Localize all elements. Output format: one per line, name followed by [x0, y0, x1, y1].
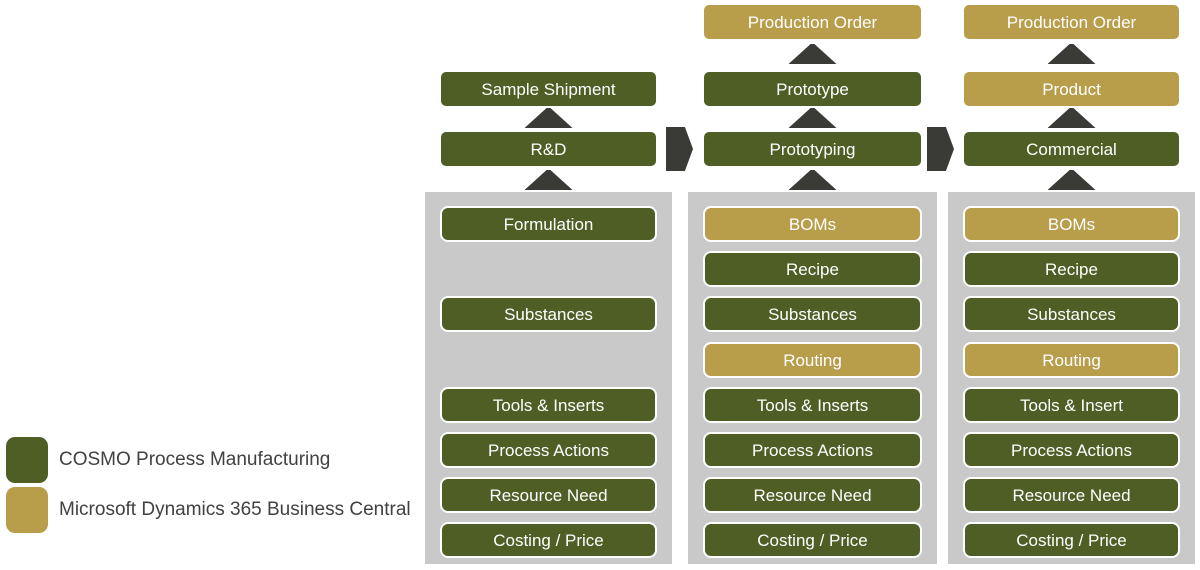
stage-box-prototyping: Prototyping	[704, 132, 921, 166]
legend-swatch-bc-icon	[6, 487, 48, 533]
panel-box-substances: Substances	[703, 296, 922, 332]
panel-box-costing-price: Costing / Price	[703, 522, 922, 558]
stage-box-production-order: Production Order	[704, 5, 921, 39]
arrow-up-icon	[1047, 108, 1096, 128]
panel-box-formulation: Formulation	[440, 206, 657, 242]
panel-box-tools-inserts: Tools & Inserts	[703, 387, 922, 423]
stage-box-sample-shipment: Sample Shipment	[441, 72, 656, 106]
arrow-up-icon	[788, 44, 837, 64]
stage-box-production-order: Production Order	[964, 5, 1179, 39]
panel-box-process-actions: Process Actions	[963, 432, 1180, 468]
arrow-up-icon	[788, 170, 837, 190]
panel-box-costing-price: Costing / Price	[440, 522, 657, 558]
stage-box-prototype: Prototype	[704, 72, 921, 106]
arrow-up-icon	[788, 108, 837, 128]
stage-box-commercial: Commercial	[964, 132, 1179, 166]
panel-box-resource-need: Resource Need	[440, 477, 657, 513]
stage-box-r-d: R&D	[441, 132, 656, 166]
chevron-right-icon	[666, 127, 693, 171]
panel-box-process-actions: Process Actions	[440, 432, 657, 468]
panel-box-substances: Substances	[963, 296, 1180, 332]
panel-box-resource-need: Resource Need	[963, 477, 1180, 513]
panel-box-costing-price: Costing / Price	[963, 522, 1180, 558]
legend-swatch-cosmo-icon	[6, 437, 48, 483]
arrow-up-icon	[1047, 170, 1096, 190]
chevron-right-icon	[927, 127, 954, 171]
panel-box-recipe: Recipe	[703, 251, 922, 287]
legend-item: Microsoft Dynamics 365 Business Central	[6, 487, 411, 533]
arrow-up-icon	[524, 170, 573, 190]
arrow-up-icon	[524, 108, 573, 128]
panel-box-boms: BOMs	[703, 206, 922, 242]
panel-box-process-actions: Process Actions	[703, 432, 922, 468]
panel-box-tools-insert: Tools & Insert	[963, 387, 1180, 423]
stage-box-product: Product	[964, 72, 1179, 106]
panel-box-tools-inserts: Tools & Inserts	[440, 387, 657, 423]
arrow-up-icon	[1047, 44, 1096, 64]
panel-box-routing: Routing	[963, 342, 1180, 378]
legend-label: COSMO Process Manufacturing	[59, 449, 331, 470]
panel-box-routing: Routing	[703, 342, 922, 378]
panel-box-recipe: Recipe	[963, 251, 1180, 287]
legend-label: Microsoft Dynamics 365 Business Central	[59, 499, 411, 520]
panel-box-substances: Substances	[440, 296, 657, 332]
panel-box-resource-need: Resource Need	[703, 477, 922, 513]
panel-box-boms: BOMs	[963, 206, 1180, 242]
legend-item: COSMO Process Manufacturing	[6, 437, 330, 483]
